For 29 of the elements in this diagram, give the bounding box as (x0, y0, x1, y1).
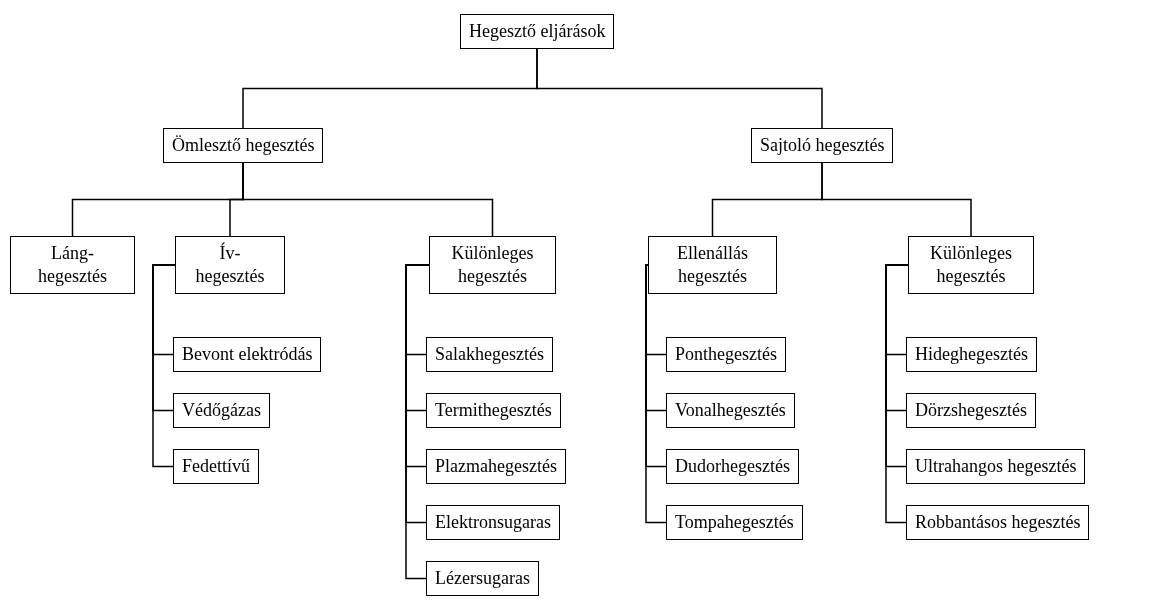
connector-line (821, 162, 972, 237)
process-box: Bevont elektródás (173, 337, 322, 372)
process-box: Sajtoló hegesztés (751, 128, 894, 163)
connector-line (536, 48, 823, 129)
process-box: Vonalhegesztés (666, 393, 795, 428)
process-box: Lézersugaras (426, 561, 539, 596)
process-box: Különleges hegesztés (429, 236, 556, 294)
process-box: Ív- hegesztés (175, 236, 285, 294)
process-box: Ellenállás hegesztés (648, 236, 777, 294)
process-box: Védőgázas (173, 393, 270, 428)
connector-line (645, 264, 667, 524)
process-box: Tompahegesztés (666, 505, 803, 540)
process-box: Termithegesztés (426, 393, 561, 428)
process-box: Hegesztő eljárások (460, 14, 615, 49)
process-box: Salakhegesztés (426, 337, 553, 372)
process-box: Plazmahegesztés (426, 449, 566, 484)
process-box: Ponthegesztés (666, 337, 786, 372)
process-box: Dörzshegesztés (906, 393, 1036, 428)
process-box: Fedettívű (173, 449, 259, 484)
process-box: Különleges hegesztés (908, 236, 1034, 294)
process-box: Hideghegesztés (906, 337, 1037, 372)
process-box: Ömlesztő hegesztés (163, 128, 324, 163)
process-box: Dudorhegesztés (666, 449, 799, 484)
process-box: Elektronsugaras (426, 505, 560, 540)
process-box: Robbantásos hegesztés (906, 505, 1090, 540)
process-box: Láng- hegesztés (10, 236, 135, 294)
process-box: Ultrahangos hegesztés (906, 449, 1086, 484)
connector-line (242, 162, 494, 237)
connector-line (152, 264, 176, 468)
